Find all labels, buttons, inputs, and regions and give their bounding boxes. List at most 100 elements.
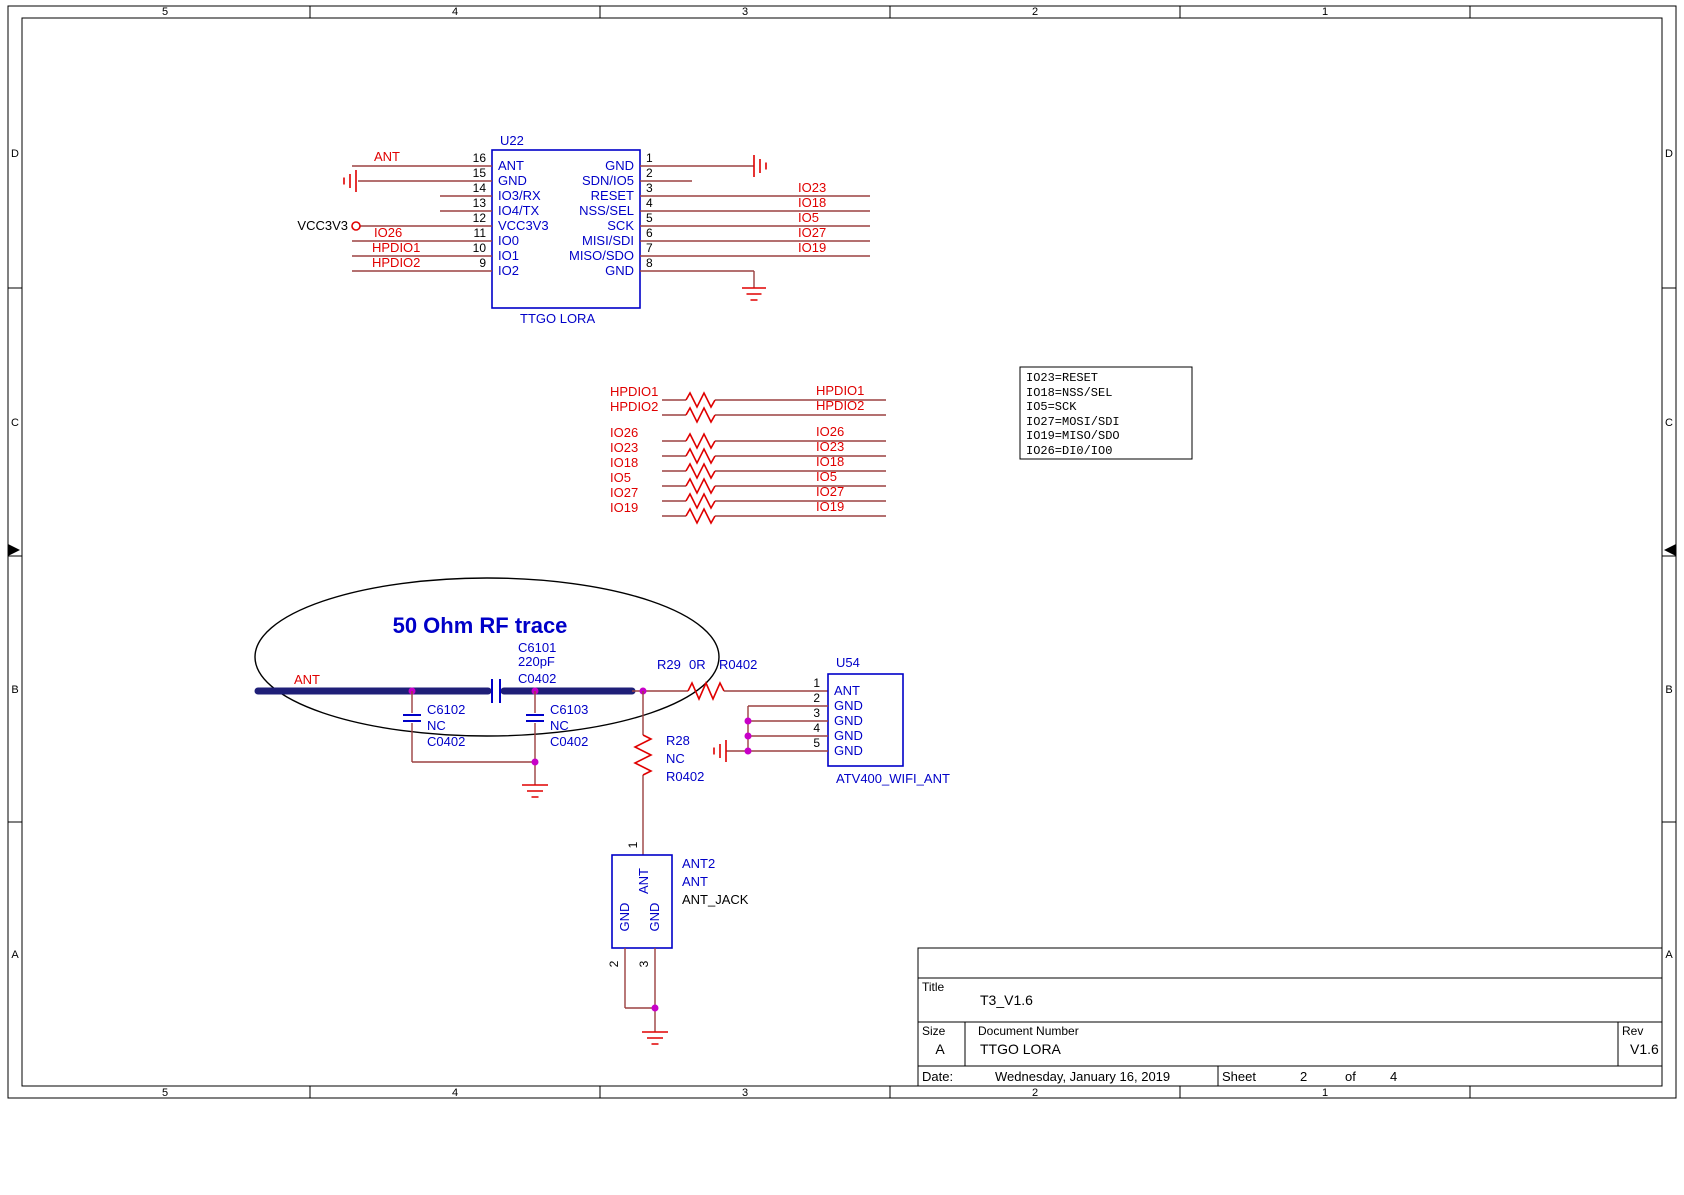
pin-name: GND xyxy=(605,158,634,173)
pin-name: GND xyxy=(605,263,634,278)
net-label: IO27 xyxy=(816,484,844,499)
junction-dot xyxy=(744,732,752,740)
row-label-left: C xyxy=(11,417,19,429)
component-footprint: R0402 xyxy=(666,769,704,784)
ground-icon xyxy=(343,170,357,192)
junction-dot xyxy=(531,758,539,766)
column-label-top: 4 xyxy=(452,6,458,18)
pin-name: IO2 xyxy=(498,263,519,278)
component-footprint: C0402 xyxy=(427,734,465,749)
junction-dot xyxy=(651,1004,659,1012)
net-label: IO27 xyxy=(610,485,638,500)
pin-number: 14 xyxy=(473,181,487,195)
pin-number: 4 xyxy=(813,721,820,735)
u22-right-wires xyxy=(640,165,870,288)
vcc-no-connect-icon xyxy=(351,221,361,231)
u22-body xyxy=(491,149,641,309)
pin-name: GND xyxy=(834,743,863,758)
pin-number: 2 xyxy=(607,960,621,967)
pin-name: ANT xyxy=(636,868,651,894)
jack-body xyxy=(611,854,673,949)
pin-name: SDN/IO5 xyxy=(582,173,634,188)
net-link-row: IO18 IO18 xyxy=(610,454,886,480)
component-value: NC xyxy=(666,751,685,766)
net-label: IO18 xyxy=(816,454,844,469)
frame-ticks xyxy=(8,6,1676,1098)
sheet-frame: 5 4 3 2 1 5 4 3 2 1 D C B A D C B A xyxy=(7,5,1677,1099)
pin-number: 6 xyxy=(646,226,653,240)
ground-icon xyxy=(713,740,727,762)
ground-icon xyxy=(642,1031,668,1045)
pin-number: 8 xyxy=(646,256,653,270)
net-tie-icon xyxy=(685,462,716,480)
column-label-bottom: 4 xyxy=(452,1087,458,1099)
net-label: VCC3V3 xyxy=(297,218,348,233)
component-footprint: ANT_JACK xyxy=(682,892,749,907)
title-block-border xyxy=(917,947,1663,1087)
column-label-bottom: 5 xyxy=(162,1087,168,1099)
note-line: IO23=RESET xyxy=(1026,371,1098,385)
pin-number: 1 xyxy=(626,841,640,848)
u54-part-name: ATV400_WIFI_ANT xyxy=(836,771,950,786)
pin-number: 5 xyxy=(813,736,820,750)
column-label-top: 5 xyxy=(162,6,168,18)
signal-note-box: IO23=RESET IO18=NSS/SEL IO5=SCK IO27=MOS… xyxy=(1019,366,1193,460)
column-label-top: 3 xyxy=(742,6,748,18)
component-value: 0R xyxy=(689,657,706,672)
u54-pin-wires xyxy=(726,705,828,752)
pin-name: GND xyxy=(647,903,662,932)
sheet-number: 2 xyxy=(1300,1069,1307,1084)
pin-name: IO3/RX xyxy=(498,188,541,203)
net-tie-icon xyxy=(685,507,716,525)
note-line: IO19=MISO/SDO xyxy=(1026,429,1120,443)
net-link-row: HPDIO1 HPDIO1 xyxy=(610,383,886,409)
size-value: A xyxy=(935,1041,945,1057)
net-label: IO27 xyxy=(798,225,826,240)
rf-section: 50 Ohm RF trace ANT C6101 220pF C0402 C6… xyxy=(254,577,828,855)
pin-number: 3 xyxy=(637,960,651,967)
column-label-top: 2 xyxy=(1032,6,1038,18)
component-value: 220pF xyxy=(518,654,555,669)
pin-number: 7 xyxy=(646,241,653,255)
frame-arrow-right-icon xyxy=(1664,544,1676,556)
row-label-left: B xyxy=(11,684,18,696)
component-u54: U54 ATV400_WIFI_ANT 1 2 3 4 5 ANT GND GN… xyxy=(713,655,950,786)
net-label: IO23 xyxy=(816,439,844,454)
net-link-row: IO23 IO23 xyxy=(610,439,886,465)
net-link-row: IO19 IO19 xyxy=(610,499,886,525)
net-label: HPDIO1 xyxy=(610,384,658,399)
column-label-bottom: 1 xyxy=(1322,1087,1328,1099)
capacitor-c6103-icon xyxy=(526,714,544,722)
pin-number: 5 xyxy=(646,211,653,225)
pin-name: SCK xyxy=(607,218,634,233)
column-label-bottom: 3 xyxy=(742,1087,748,1099)
net-links: HPDIO1 HPDIO1 HPDIO2 HPDIO2 IO26 IO26 IO… xyxy=(610,383,886,525)
net-tie-icon xyxy=(685,432,716,450)
column-label-top: 1 xyxy=(1322,6,1328,18)
component-refdes: R28 xyxy=(666,733,690,748)
component-u22: U22 TTGO LORA 16 15 14 13 12 11 10 9 ANT… xyxy=(297,133,870,326)
net-label: IO23 xyxy=(610,440,638,455)
net-label: IO23 xyxy=(798,180,826,195)
title-block: Title T3_V1.6 Size A Document Number TTG… xyxy=(917,947,1663,1087)
net-tie-icon xyxy=(685,447,716,465)
pin-name: IO4/TX xyxy=(498,203,540,218)
rf-callout-ellipse xyxy=(254,577,720,737)
date-label: Date: xyxy=(922,1069,953,1084)
pin-number: 3 xyxy=(813,706,820,720)
pin-name: GND xyxy=(834,728,863,743)
junction-dot xyxy=(744,717,752,725)
pin-name: GND xyxy=(498,173,527,188)
net-link-row: HPDIO2 HPDIO2 xyxy=(610,398,886,424)
frame-inner-border xyxy=(21,17,1663,1087)
row-label-right: B xyxy=(1665,684,1672,696)
net-link-row: IO5 IO5 xyxy=(610,469,886,495)
pin-name: NSS/SEL xyxy=(579,203,634,218)
component-refdes: ANT2 xyxy=(682,856,715,871)
net-label: HPDIO1 xyxy=(372,240,420,255)
pin-number: 1 xyxy=(813,676,820,690)
document-number-label: Document Number xyxy=(978,1024,1079,1038)
component-value: ANT xyxy=(682,874,708,889)
u22-part-name: TTGO LORA xyxy=(520,311,595,326)
